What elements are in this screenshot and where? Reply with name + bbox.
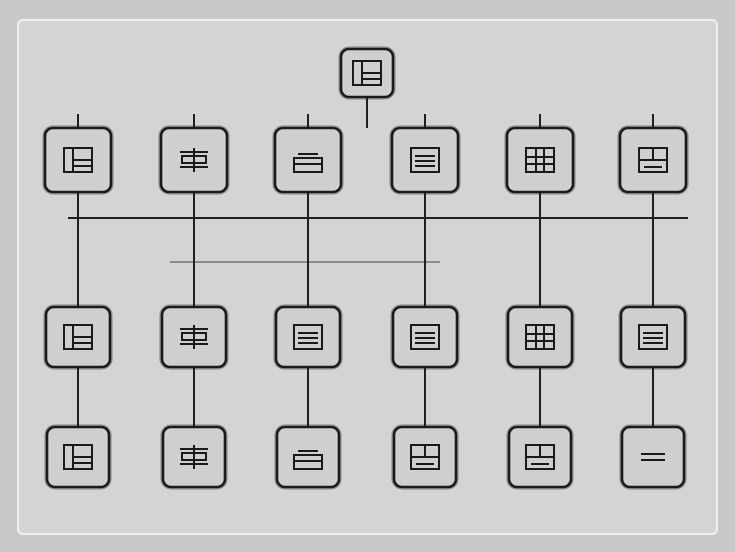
diagram-node-r3c4 (391, 424, 459, 490)
diagram-node-r3c2 (160, 424, 228, 490)
list-icon (410, 147, 440, 173)
list-icon (410, 324, 440, 350)
node-halo (505, 304, 575, 370)
node-halo (504, 125, 576, 195)
stacked-bars-icon (180, 148, 208, 172)
window-grid-icon (63, 324, 93, 350)
glyph-frame (525, 324, 555, 350)
node-halo (273, 304, 343, 370)
glyph-frame (293, 324, 323, 350)
diagram-node-r2c4 (390, 304, 460, 370)
split-panel-icon (410, 444, 440, 470)
diagram-node-r3c6 (619, 424, 687, 490)
node-halo (158, 125, 230, 195)
split-panel-icon (525, 444, 555, 470)
node-box (273, 126, 343, 194)
diagram-node-r1c6 (617, 125, 689, 195)
node-box (506, 305, 574, 369)
dash-icon (641, 453, 665, 461)
node-halo (389, 125, 461, 195)
list-icon (638, 324, 668, 350)
diagram-node-r1c4 (389, 125, 461, 195)
node-halo (272, 125, 344, 195)
glyph-frame (525, 147, 555, 173)
diagram-node-r3c3 (274, 424, 342, 490)
diagram-node-r2c1 (43, 304, 113, 370)
node-halo (159, 304, 229, 370)
node-halo (160, 424, 228, 490)
diagram-node-r1c3 (272, 125, 344, 195)
glyph-frame (410, 147, 440, 173)
node-halo (617, 125, 689, 195)
window-grid-icon (352, 60, 382, 86)
glyph-frame (638, 324, 668, 350)
table-icon (525, 324, 555, 350)
stacked-bars-icon (180, 325, 208, 349)
node-box (620, 425, 686, 489)
window-grid-icon (63, 444, 93, 470)
diagram-node-r2c6 (618, 304, 688, 370)
table-icon (525, 147, 555, 173)
split-panel-icon (638, 147, 668, 173)
node-halo (274, 424, 342, 490)
diagram-node-r1c2 (158, 125, 230, 195)
diagram-node-r2c2 (159, 304, 229, 370)
node-box (505, 126, 575, 194)
node-box (275, 425, 341, 489)
diagram-node-root (338, 46, 396, 100)
glyph-frame (410, 324, 440, 350)
node-halo (619, 424, 687, 490)
node-halo (42, 125, 114, 195)
panel-icon (293, 153, 323, 173)
panel-icon (293, 450, 323, 470)
node-halo (44, 424, 112, 490)
stacked-bars-icon (180, 445, 208, 469)
node-halo (506, 424, 574, 490)
diagram-node-r1c1 (42, 125, 114, 195)
node-halo (43, 304, 113, 370)
window-grid-icon (63, 147, 93, 173)
list-icon (293, 324, 323, 350)
node-halo (391, 424, 459, 490)
diagram-node-r3c5 (506, 424, 574, 490)
diagram-node-r3c1 (44, 424, 112, 490)
diagram-node-r1c5 (504, 125, 576, 195)
node-halo (618, 304, 688, 370)
diagram-node-r2c3 (273, 304, 343, 370)
node-halo (338, 46, 396, 100)
diagram-node-r2c5 (505, 304, 575, 370)
node-halo (390, 304, 460, 370)
